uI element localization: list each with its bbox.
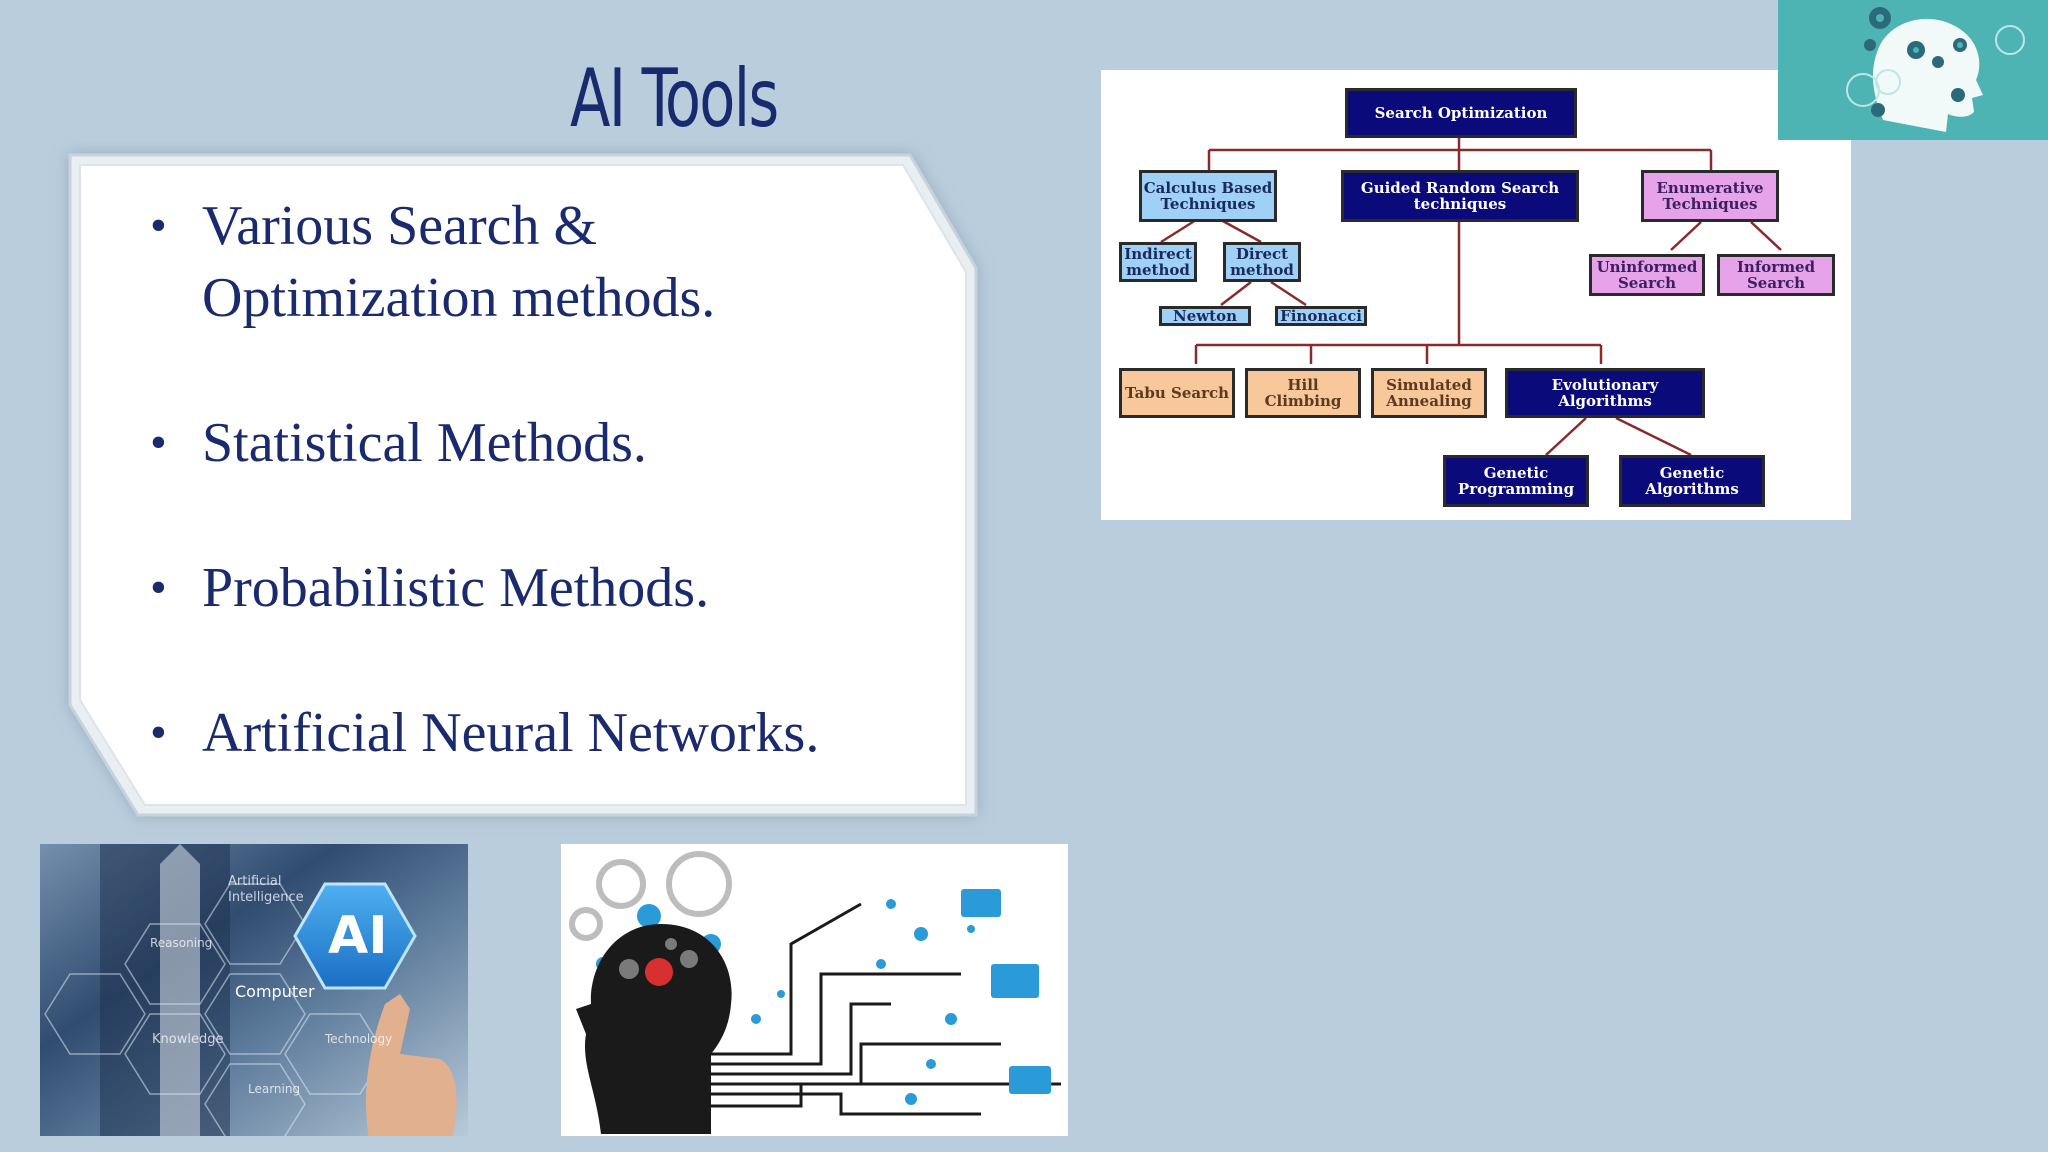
node-genetic-programming: Genetic Programming — [1443, 455, 1589, 507]
ai-center-label: AI — [328, 906, 388, 966]
diagram-connectors — [1160, 118, 1782, 457]
slide-title: AI Tools — [570, 52, 779, 145]
bullet-list: Various Search & Optimization methods. S… — [150, 190, 950, 842]
node-evolutionary-algorithms: Evolutionary Algorithms — [1505, 368, 1705, 418]
node-uninformed-search: Uninformed Search — [1589, 254, 1705, 296]
node-newton: Newton — [1159, 306, 1251, 326]
gear-head-image — [1778, 0, 2048, 140]
node-calculus-based: Calculus Based Techniques — [1139, 170, 1277, 222]
search-optimization-diagram: Search Optimization Calculus Based Techn… — [1101, 70, 1851, 520]
bullet-search-optimization: Various Search & Optimization methods. — [150, 190, 802, 334]
node-genetic-algorithms: Genetic Algorithms — [1619, 455, 1765, 507]
label-technology: Technology — [325, 1032, 393, 1046]
node-search-optimization: Search Optimization — [1345, 88, 1577, 138]
node-simulated-annealing: Simulated Annealing — [1371, 368, 1487, 418]
node-direct-method: Direct method — [1223, 242, 1301, 282]
brain-network-illustration — [561, 844, 1068, 1136]
gear-head-icon — [1846, 7, 2025, 132]
ai-touch-photo: AI Artificial Intelligence Reasoning Com… — [40, 844, 468, 1136]
ai-hexagon-graphic — [40, 844, 468, 1136]
label-learning: Learning — [248, 1082, 301, 1096]
label-reasoning: Reasoning — [150, 936, 213, 950]
bullet-probabilistic: Probabilistic Methods. — [150, 552, 950, 624]
node-finonacci: Finonacci — [1275, 306, 1367, 326]
node-tabu-search: Tabu Search — [1119, 368, 1235, 418]
node-indirect-method: Indirect method — [1119, 242, 1197, 282]
node-guided-random-search: Guided Random Search techniques — [1341, 170, 1579, 222]
node-enumerative: Enumerative Techniques — [1641, 170, 1779, 222]
bullet-neural-networks: Artificial Neural Networks. — [150, 697, 950, 769]
label-knowledge: Knowledge — [152, 1032, 224, 1047]
bullet-statistical: Statistical Methods. — [150, 407, 950, 479]
label-artificial-intelligence: Artificial Intelligence — [228, 874, 304, 905]
node-hill-climbing: Hill Climbing — [1245, 368, 1361, 418]
brain-network-graphic — [569, 851, 1061, 1134]
node-informed-search: Informed Search — [1717, 254, 1835, 296]
label-computer: Computer — [235, 982, 315, 1001]
